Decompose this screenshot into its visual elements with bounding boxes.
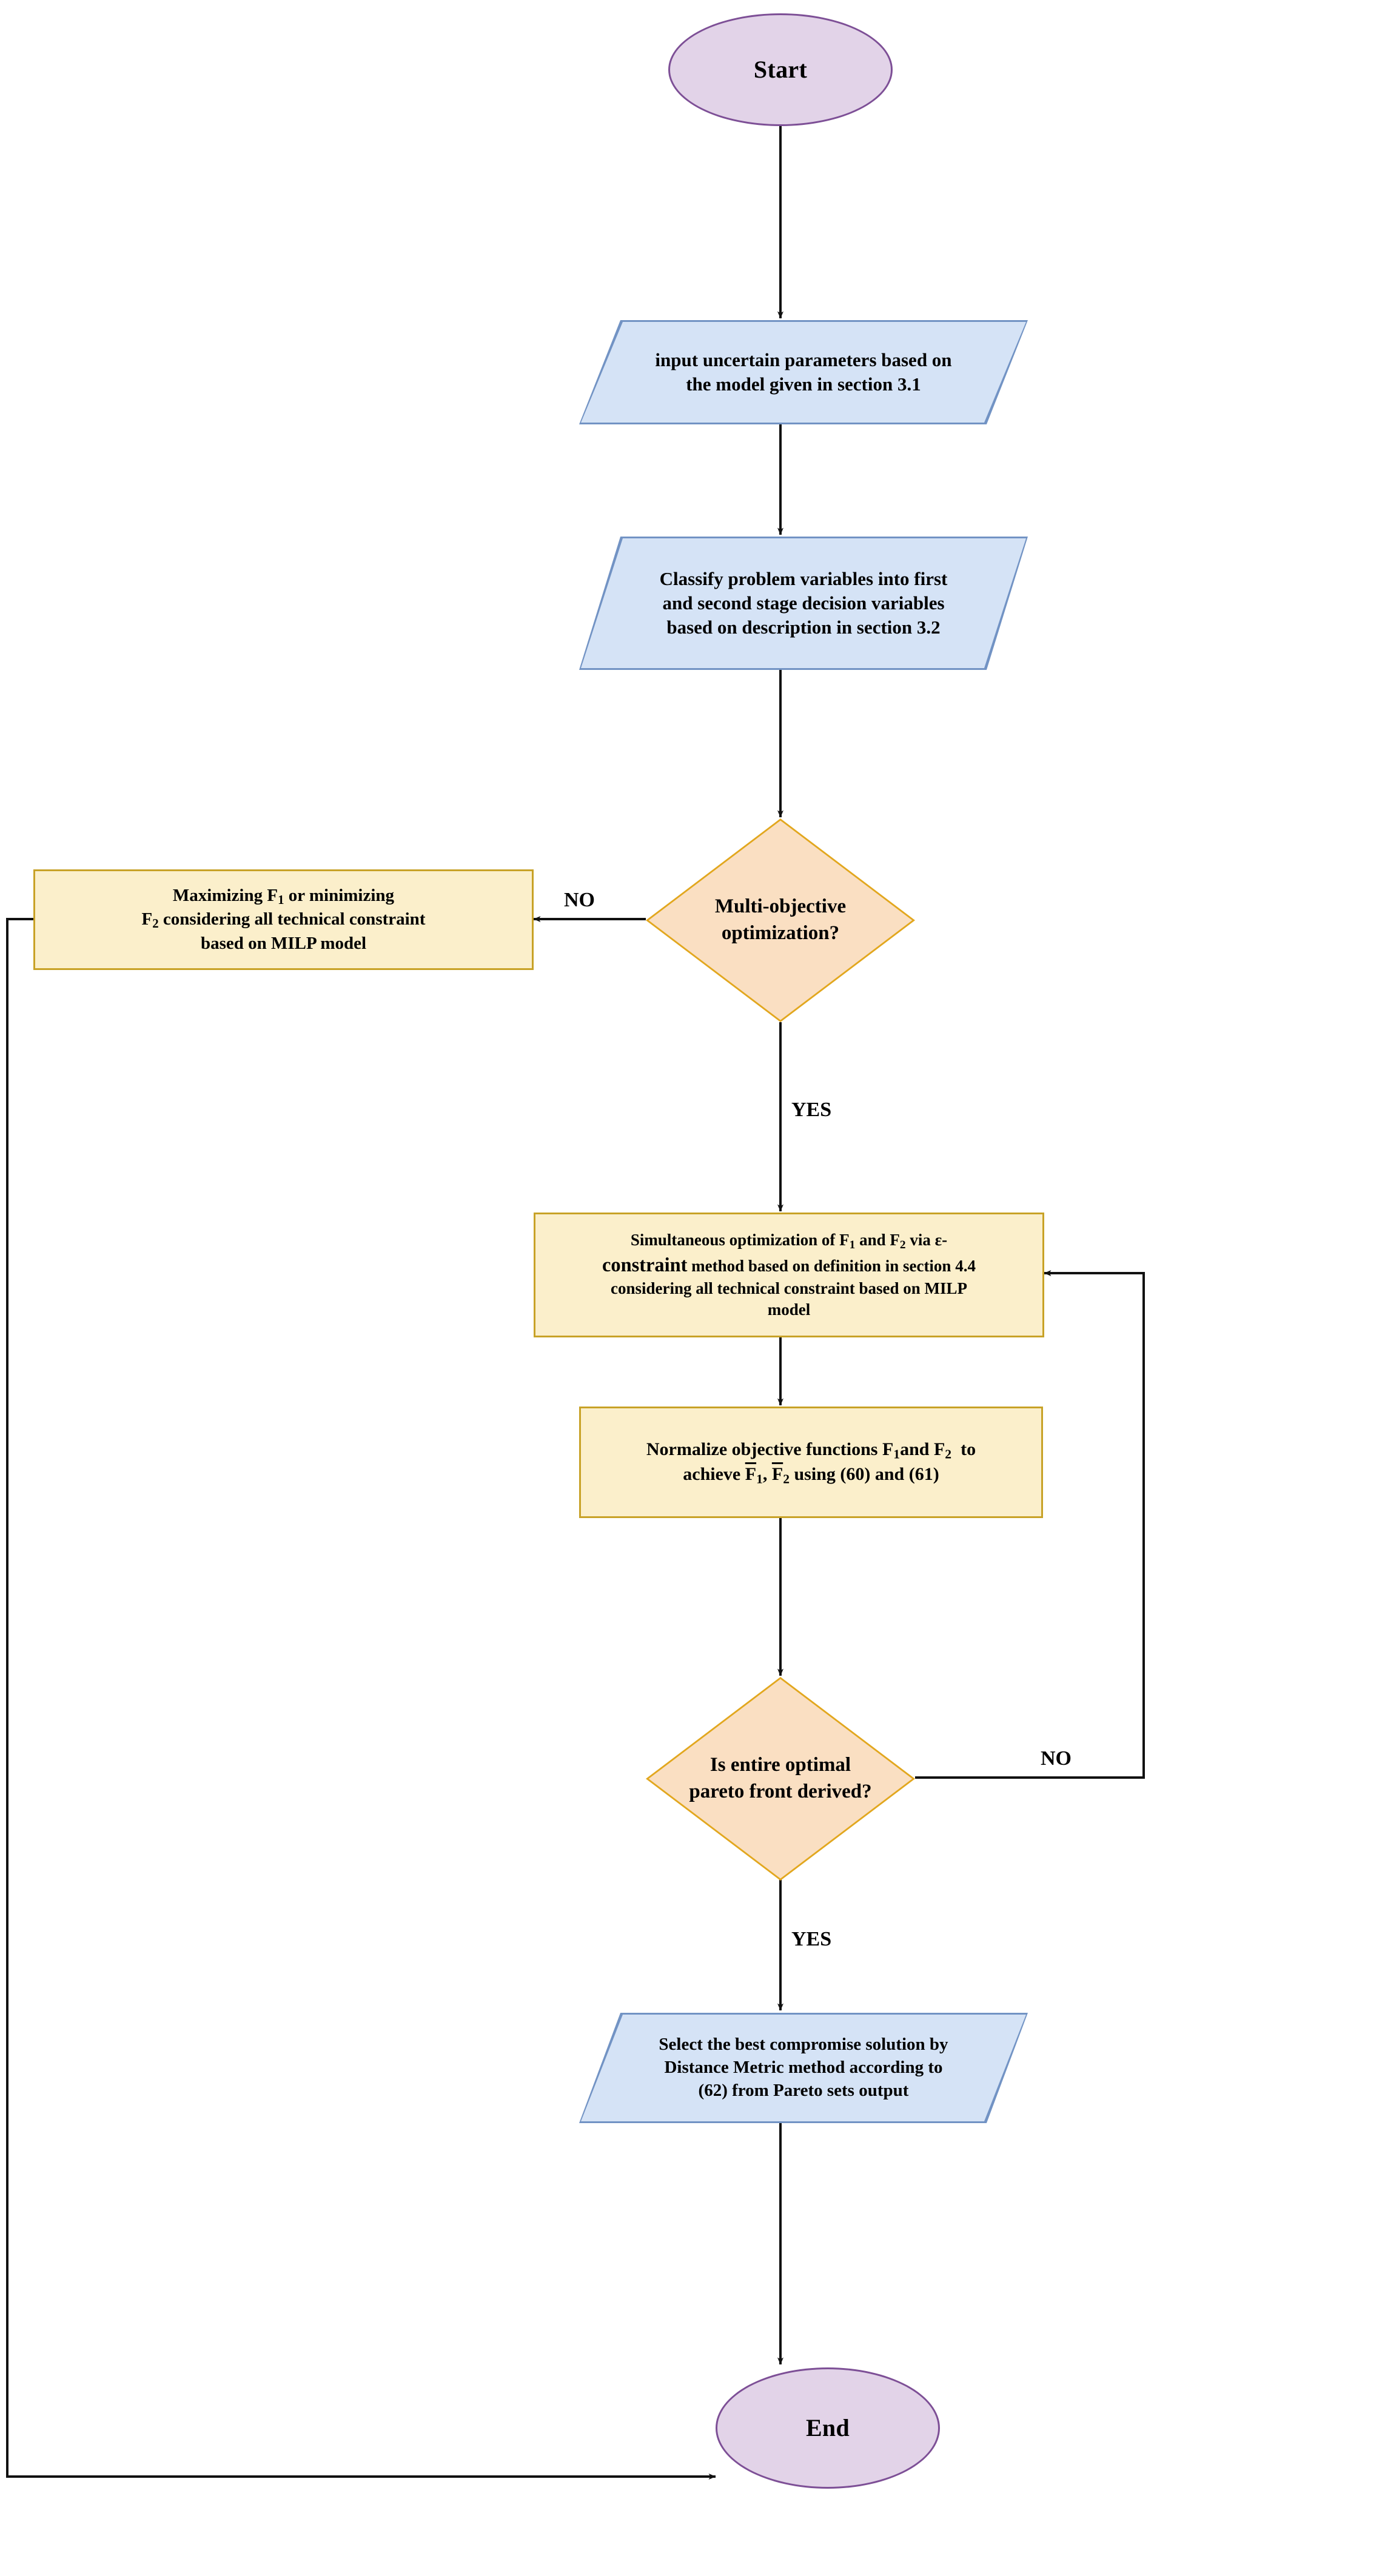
classify-variables-shape-fill — [581, 538, 1026, 668]
node-simultaneous-optimization[interactable]: Simultaneous optimization of F1 and F2 v… — [534, 1213, 1044, 1337]
node-classify-variables-text: Classify problem variables into first an… — [579, 537, 1028, 670]
node-single-objective-text: Maximizing F1 or minimizing F2 consideri… — [35, 885, 532, 955]
node-input-parameters-text: input uncertain parameters based on the … — [579, 320, 1028, 424]
node-multi-objective-decision-text: Multi-objective optimization? — [646, 818, 915, 1022]
single-objective-line-1: Maximizing F1 or minimizing — [172, 885, 395, 908]
edge-pareto-no-loop — [915, 1270, 1145, 1779]
node-select-best-compromise[interactable]: Select the best compromise solution by D… — [579, 2013, 1028, 2123]
single-objective-line-2: F2 considering all technical constraint — [141, 909, 426, 931]
simultaneous-line-4: model — [767, 1300, 811, 1319]
input-parameters-shape-fill — [581, 322, 1026, 423]
normalize-line-2: achieve F1, F2 using (60) and (61) — [683, 1464, 939, 1487]
node-normalize-objectives[interactable]: Normalize objective functions F1and F2 t… — [579, 1407, 1043, 1518]
classify-variables-line-3: based on description in section 3.2 — [666, 617, 941, 638]
input-parameters-line-1: input uncertain parameters based on — [655, 349, 952, 370]
input-parameters-line-2: the model given in section 3.1 — [686, 373, 921, 395]
classify-variables-line-2: and second stage decision variables — [662, 592, 945, 614]
node-end[interactable]: End — [716, 2367, 940, 2489]
node-pareto-front-decision[interactable]: Is entire optimal pareto front derived? — [646, 1677, 915, 1881]
select-best-line-2: Distance Metric method according to — [664, 2058, 943, 2078]
select-best-line-3: (62) from Pareto sets output — [698, 2080, 909, 2100]
node-single-objective-optimization[interactable]: Maximizing F1 or minimizing F2 consideri… — [33, 869, 534, 970]
edge-single-to-end-loop — [6, 918, 716, 2480]
edge-label-no-multi-objective: NO — [564, 889, 595, 911]
select-best-line-1: Select the best compromise solution by — [659, 2035, 948, 2055]
edge-label-no-pareto: NO — [1041, 1747, 1072, 1770]
node-multi-objective-decision[interactable]: Multi-objective optimization? — [646, 818, 915, 1022]
simultaneous-line-1: Simultaneous optimization of F1 and F2 v… — [630, 1230, 948, 1251]
node-select-best-text: Select the best compromise solution by D… — [579, 2013, 1028, 2123]
node-classify-variables[interactable]: Classify problem variables into first an… — [579, 537, 1028, 670]
node-end-label: End — [805, 2414, 850, 2441]
node-pareto-front-decision-text: Is entire optimal pareto front derived? — [646, 1677, 915, 1881]
normalize-line-1: Normalize objective functions F1and F2 t… — [646, 1439, 976, 1461]
node-start-label: Start — [753, 56, 808, 83]
single-objective-line-3: based on MILP model — [200, 933, 367, 953]
edge-label-yes-multi-objective: YES — [791, 1099, 832, 1121]
classify-variables-line-1: Classify problem variables into first — [659, 567, 948, 589]
pareto-decision-line-1: Is entire optimal — [709, 1754, 851, 1776]
simultaneous-line-2: constraint method based on definition in… — [602, 1254, 976, 1276]
edge-label-yes-pareto: YES — [791, 1928, 832, 1950]
multi-objective-decision-line-1: Multi-objective — [714, 895, 847, 918]
node-simultaneous-optimization-text: Simultaneous optimization of F1 and F2 v… — [535, 1229, 1042, 1320]
node-normalize-objectives-text: Normalize objective functions F1and F2 t… — [581, 1437, 1041, 1488]
pareto-decision-line-2: pareto front derived? — [689, 1781, 872, 1802]
node-start[interactable]: Start — [668, 13, 893, 126]
multi-objective-decision-line-2: optimization? — [721, 922, 840, 944]
simultaneous-line-3: considering all technical constraint bas… — [610, 1279, 967, 1298]
node-input-parameters[interactable]: input uncertain parameters based on the … — [579, 320, 1028, 424]
